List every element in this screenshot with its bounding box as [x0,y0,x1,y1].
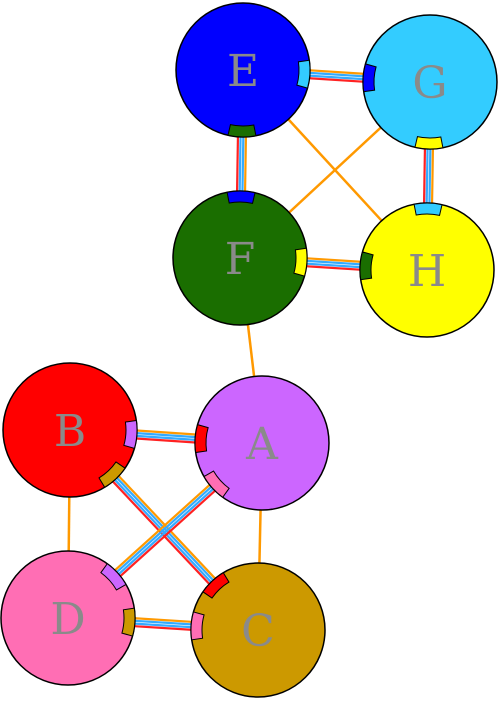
node-label-h: H [408,246,446,297]
port-c-d [190,611,205,641]
node-label-f: F [225,234,256,285]
node-label-a: A [245,419,279,470]
node-label-e: E [227,46,259,97]
edge-e-g [303,68,370,84]
port-h-f [359,251,374,281]
node-label-d: D [50,594,85,645]
port-d-c [121,607,136,637]
edge-e-f [235,130,248,198]
port-f-e [226,190,256,205]
port-c-b [202,572,230,599]
node-label-g: G [412,58,447,109]
port-f-h [293,247,308,277]
edge-b-a [130,429,202,444]
edge-d-a [109,480,221,581]
port-d-a [100,563,127,591]
port-h-g [413,202,443,217]
node-label-b: B [54,406,86,457]
ports-layer [98,59,444,641]
port-g-h [414,135,444,150]
port-g-e [362,63,377,93]
edge-f-h [300,256,367,272]
port-a-d [203,470,230,498]
port-a-b [194,424,209,454]
edges-layer [66,68,435,632]
node-label-c: C [241,606,275,657]
port-e-f [227,123,257,138]
port-b-a [123,419,138,449]
port-e-g [296,59,311,89]
port-b-c [98,461,126,488]
labels-layer: E G F H B A D C [50,46,447,657]
edge-d-c [128,616,198,632]
edge-g-h [422,142,435,210]
